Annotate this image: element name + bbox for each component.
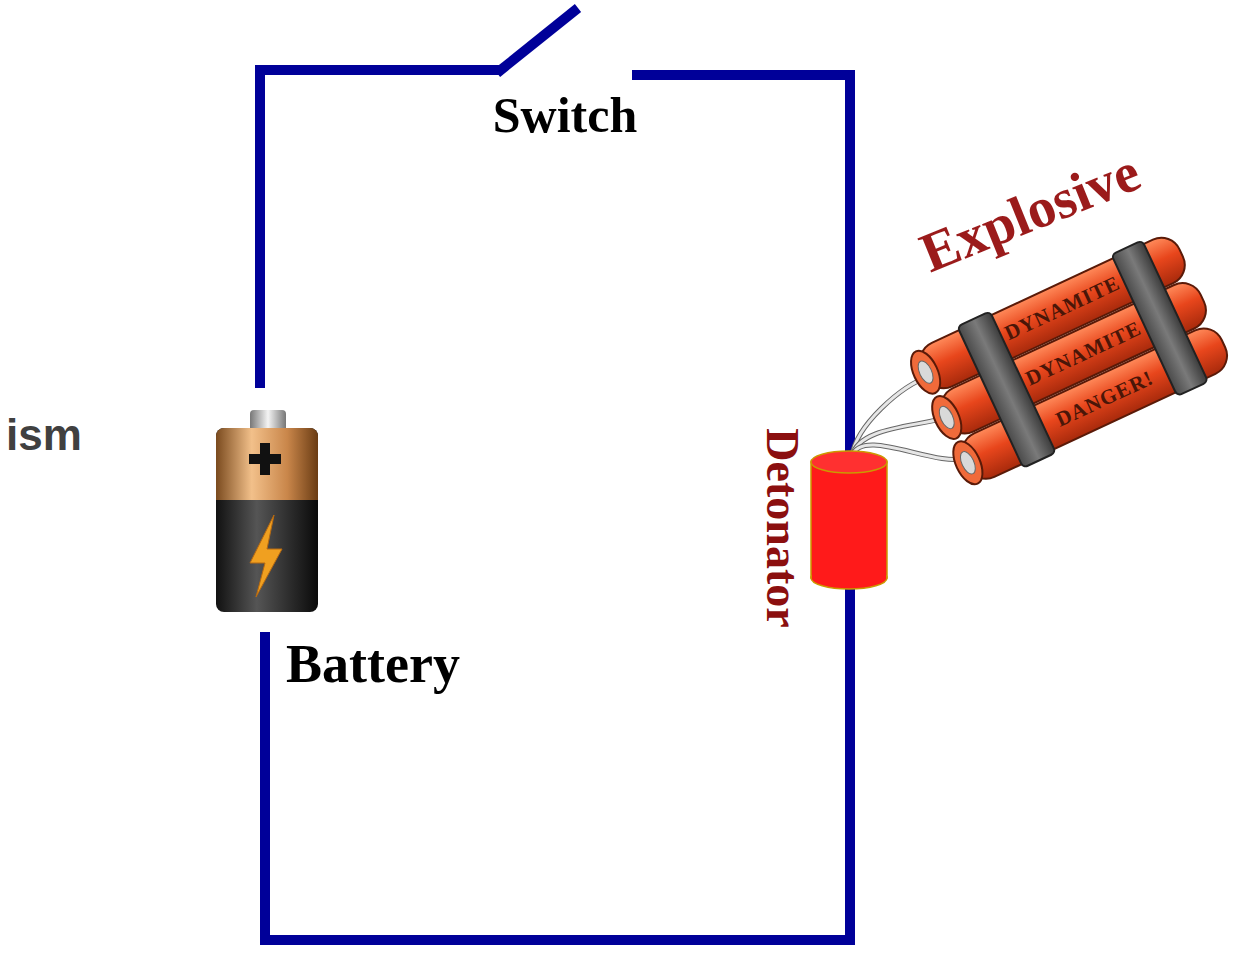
wire (260, 70, 470, 383)
battery-node: Battery (210, 383, 320, 637)
battery-label: Battery (286, 633, 460, 695)
explosive-node: ExplosiveDYNAMITEDYNAMITEDANGER! (880, 140, 1258, 480)
switch-label: Switch (470, 86, 660, 144)
detonator-label: Detonator (756, 428, 809, 627)
detonator-cylinder (810, 450, 888, 590)
wire (660, 75, 850, 450)
wire (852, 376, 966, 460)
battery-icon (210, 383, 320, 637)
wire (265, 590, 850, 940)
detonator-node: Detonator (810, 450, 888, 590)
cut-off-label: ism (6, 410, 82, 460)
switch-node: Switch (470, 0, 660, 150)
